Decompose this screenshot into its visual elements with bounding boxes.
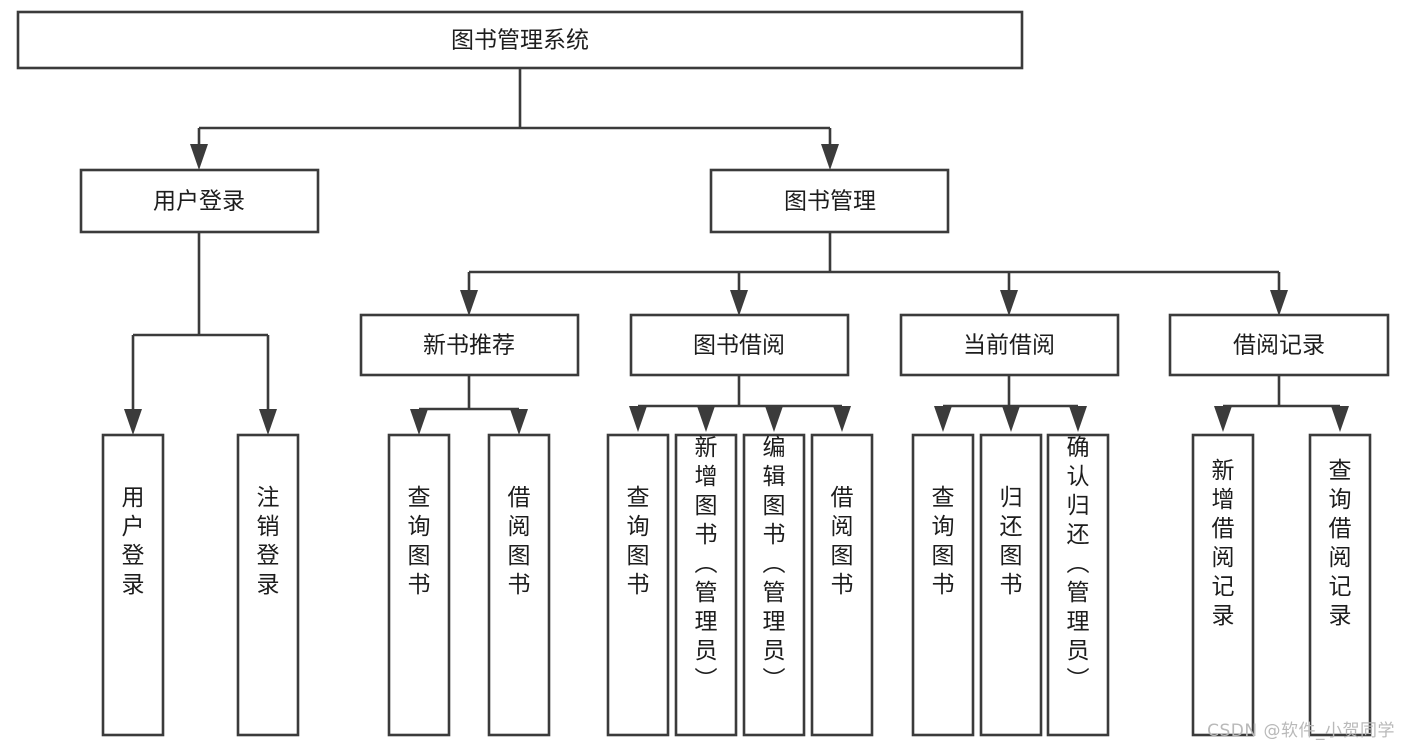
node-root-label: 图书管理系统 [451,28,589,54]
node-leaf[interactable]: 借阅图书 [487,433,551,737]
arrow-book-mgmt [821,144,839,170]
node-user-login-label: 用户登录 [153,189,245,215]
node-leaf[interactable]: 借阅图书 [810,433,874,737]
leaf-borrow-1-box[interactable] [606,433,670,737]
arrow-current-borrow [1000,290,1018,316]
arrow-recommend-leaf-2 [510,409,528,435]
node-current-borrow-label: 当前借阅 [963,333,1055,359]
arrow-userlogin-leaf-2 [259,409,277,435]
leaf-borrow-2-label: 新增图书︵管理员︶ [695,435,718,693]
node-new-book-recommend[interactable]: 新书推荐 [359,313,580,377]
leaf-recommend-2-label: 借阅图书 [508,485,531,598]
arrow-borrow-leaf-1 [629,406,647,432]
leaf-user-login-1-label: 用户登录 [122,485,145,598]
leaf-recommend-1-label: 查询图书 [408,485,431,598]
arrow-current-leaf-3 [1069,406,1087,432]
leaf-borrow-4-box[interactable] [810,433,874,737]
node-borrow-record-label: 借阅记录 [1233,333,1325,359]
node-leaf[interactable]: 查询图书 [387,433,451,737]
arrow-borrow-leaf-4 [833,406,851,432]
leaf-borrow-3-label: 编辑图书︵管理员︶ [763,435,786,693]
leaf-borrow-3-box[interactable] [742,433,806,737]
leaf-current-3-box[interactable] [1046,433,1110,737]
arrow-new-book-recommend [460,290,478,316]
leaf-recommend-2-box[interactable] [487,433,551,737]
node-leaf[interactable]: 用户登录 [101,433,165,737]
leaf-current-1-label: 查询图书 [932,485,955,598]
leaf-record-2-box[interactable] [1308,433,1372,737]
leaf-borrow-2-box[interactable] [674,433,738,737]
node-user-login-box[interactable] [79,168,320,234]
node-book-management[interactable]: 图书管理 [709,168,950,234]
leaf-user-login-1-box[interactable] [101,433,165,737]
arrow-userlogin-leaf-1 [124,409,142,435]
leaf-current-2-box[interactable] [979,433,1043,737]
watermark-text: CSDN @软件_小贺同学 [1207,721,1395,741]
node-borrow-record[interactable]: 借阅记录 [1168,313,1390,377]
leaf-record-1-label: 新增借阅记录 [1212,458,1235,629]
leaf-borrow-4-label: 借阅图书 [831,485,854,598]
arrow-borrow-leaf-2 [697,406,715,432]
arrow-book-borrow [730,290,748,316]
node-leaf[interactable]: 新增借阅记录 [1191,433,1255,737]
node-leaf[interactable]: 查询图书 [911,433,975,737]
node-leaf[interactable]: 新增图书︵管理员︶ [674,433,738,737]
node-book-borrow[interactable]: 图书借阅 [629,313,850,377]
arrow-current-leaf-1 [934,406,952,432]
node-root[interactable]: 图书管理系统 [16,10,1024,70]
leaf-current-1-box[interactable] [911,433,975,737]
leaf-borrow-1-label: 查询图书 [627,485,650,598]
node-leaf[interactable]: 归还图书 [979,433,1043,737]
arrow-borrow-record [1270,290,1288,316]
node-leaf[interactable]: 注销登录 [236,433,300,737]
arrow-record-leaf-2 [1331,406,1349,432]
node-borrow-record-box[interactable] [1168,313,1390,377]
leaf-record-2-label: 查询借阅记录 [1329,458,1352,629]
leaf-recommend-1-box[interactable] [387,433,451,737]
leaf-current-3-label: 确认归还︵管理员︶ [1067,435,1090,693]
arrow-user-login [190,144,208,170]
arrow-borrow-leaf-3 [765,406,783,432]
node-root-box[interactable] [16,10,1024,70]
arrow-recommend-leaf-1 [410,409,428,435]
leaf-record-1-box[interactable] [1191,433,1255,737]
node-current-borrow-box[interactable] [899,313,1120,377]
node-book-borrow-box[interactable] [629,313,850,377]
node-leaf[interactable]: 确认归还︵管理员︶ [1046,433,1110,737]
edge-layer [124,68,1349,435]
node-user-login[interactable]: 用户登录 [79,168,320,234]
node-new-book-recommend-box[interactable] [359,313,580,377]
node-leaf[interactable]: 查询图书 [606,433,670,737]
arrow-current-leaf-2 [1002,406,1020,432]
node-book-management-label: 图书管理 [784,189,876,215]
node-book-borrow-label: 图书借阅 [693,333,785,359]
leaf-user-login-2-label: 注销登录 [257,485,280,598]
node-new-book-recommend-label: 新书推荐 [423,333,515,359]
node-book-management-box[interactable] [709,168,950,234]
node-leaf[interactable]: 编辑图书︵管理员︶ [742,433,806,737]
leaf-current-2-label: 归还图书 [1000,485,1023,598]
node-leaf[interactable]: 查询借阅记录 [1308,433,1372,737]
node-current-borrow[interactable]: 当前借阅 [899,313,1120,377]
leaf-user-login-2-box[interactable] [236,433,300,737]
arrow-record-leaf-1 [1214,406,1232,432]
